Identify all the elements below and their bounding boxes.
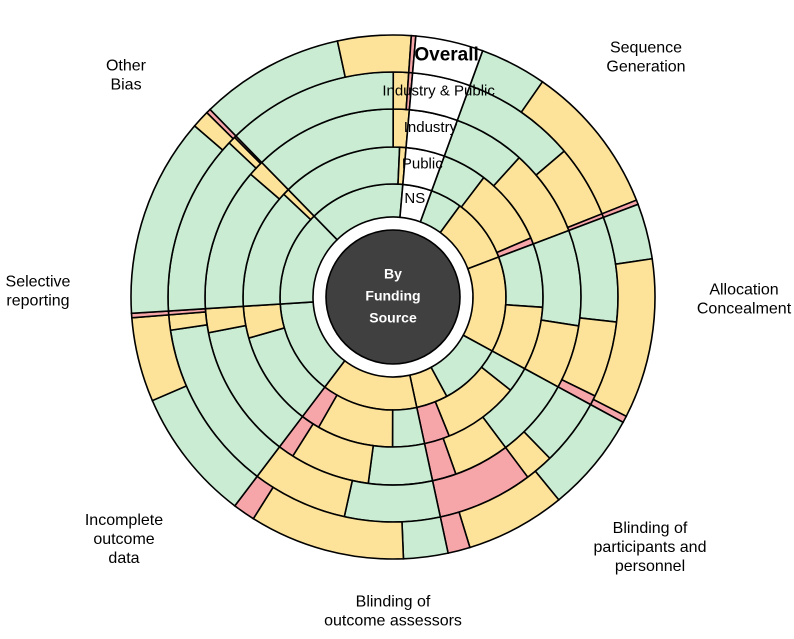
domain-label-blinding-of-outcome-assessors: Blinding of outcome assessors [324,594,462,630]
domain-label-line: Bias [110,77,141,94]
center-label-line-3: Source [369,310,417,326]
domain-label-line: Blinding of [613,520,688,537]
ring-label-industry-public: Industry & Public [382,82,495,99]
domain-label-line: Blinding of [356,594,431,611]
domain-label-line: Allocation [709,282,778,299]
segment-industry-blinding-of-outcome-assessors-low-risk [367,442,434,486]
center-circle [325,229,461,365]
segment-industry-public-blinding-of-outcome-assessors-low-risk [343,479,442,523]
domain-label-selective-reporting: Selective reporting [6,274,71,310]
ring-label-public: Public [402,156,443,173]
domain-label-line: Other [106,58,147,75]
domain-label-blinding-of-participants-and-personnel: Blinding of participants and personnel [594,520,707,575]
domain-label-line: Incomplete [85,512,163,529]
segment-overall-other-bias-unclear-risk [336,34,413,79]
ring-label-overall: Overall [414,44,478,65]
domain-label-line: personnel [615,558,685,575]
ring-labels-layer: NS Public Industry Industry & Public Overall [382,44,495,206]
domain-labels-layer: SequenceGenerationAllocationConcealmentB… [6,40,792,630]
center-label-line-1: By [384,266,402,282]
domain-label-line: reporting [6,293,69,310]
ring-label-industry: Industry [404,119,458,136]
domain-label-line: participants and [594,539,707,556]
ring-header-overall [411,35,484,87]
domain-label-line: Sequence [610,40,682,57]
ring-label-ns: NS [404,190,425,207]
domain-label-line: Concealment [697,301,792,318]
domain-label-line: data [108,550,139,567]
domain-label-line: outcome [93,531,154,548]
segments-layer [130,34,656,560]
center-label-line-2: Funding [365,288,420,304]
domain-label-line: Generation [606,59,685,76]
segment-overall-blinding-of-outcome-assessors-low-risk [401,516,450,560]
domain-label-incomplete-outcome-data: Incomplete outcome data [85,512,163,567]
domain-label-line: Selective [6,274,71,291]
domain-label-line: outcome assessors [324,613,462,630]
